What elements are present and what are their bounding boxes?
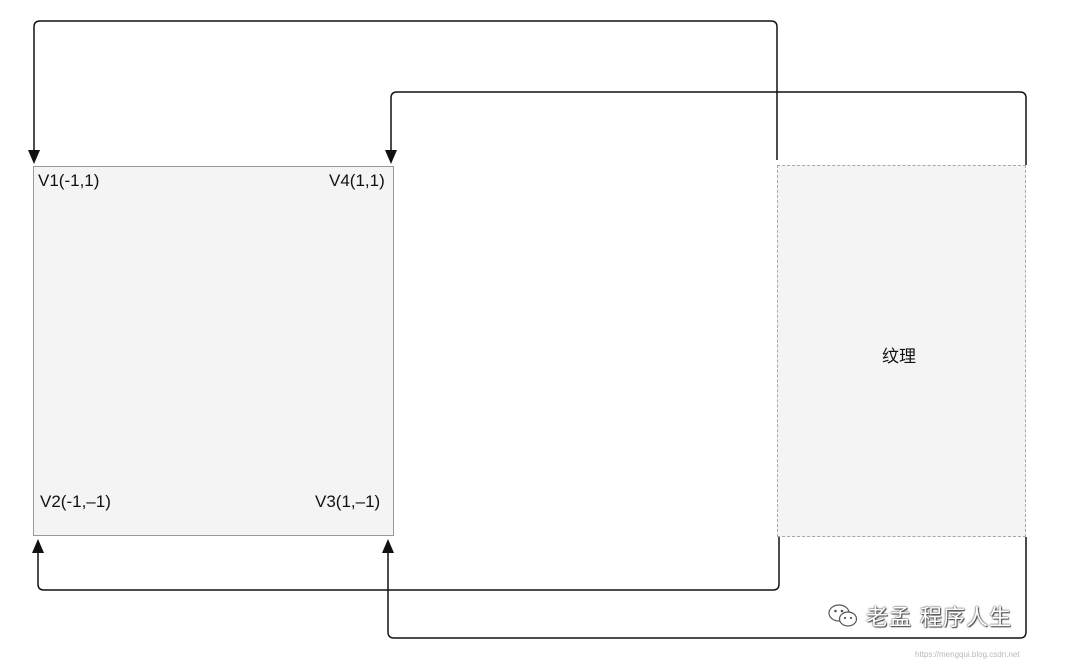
watermark-url: https://mengqui.blog.csdn.net xyxy=(915,650,1020,659)
texture-label: 纹理 xyxy=(882,347,916,367)
texture-box xyxy=(777,165,1026,537)
vertex-label-v4: V4(1,1) xyxy=(329,171,385,190)
watermark-text: 老孟 程序人生 xyxy=(866,606,1012,631)
arrow-to-v4 xyxy=(390,91,1027,165)
vertex-label-v2: V2(-1,–1) xyxy=(40,492,111,511)
vertex-label-v3: V3(1,–1) xyxy=(315,492,381,511)
arrowhead-v1 xyxy=(28,150,40,164)
arrow-to-v2 xyxy=(37,537,780,591)
arrow-to-v3 xyxy=(387,537,1027,639)
arrowhead-v2 xyxy=(32,539,44,553)
vertex-label-v1: V1(-1,1) xyxy=(38,171,100,190)
watermark: 老孟 程序人生 xyxy=(828,600,1012,632)
vertex-quad xyxy=(33,166,394,536)
arrowhead-v3 xyxy=(382,539,394,553)
arrow-to-v1 xyxy=(33,20,778,160)
wechat-icon xyxy=(828,604,858,627)
arrowhead-v4 xyxy=(385,150,397,164)
